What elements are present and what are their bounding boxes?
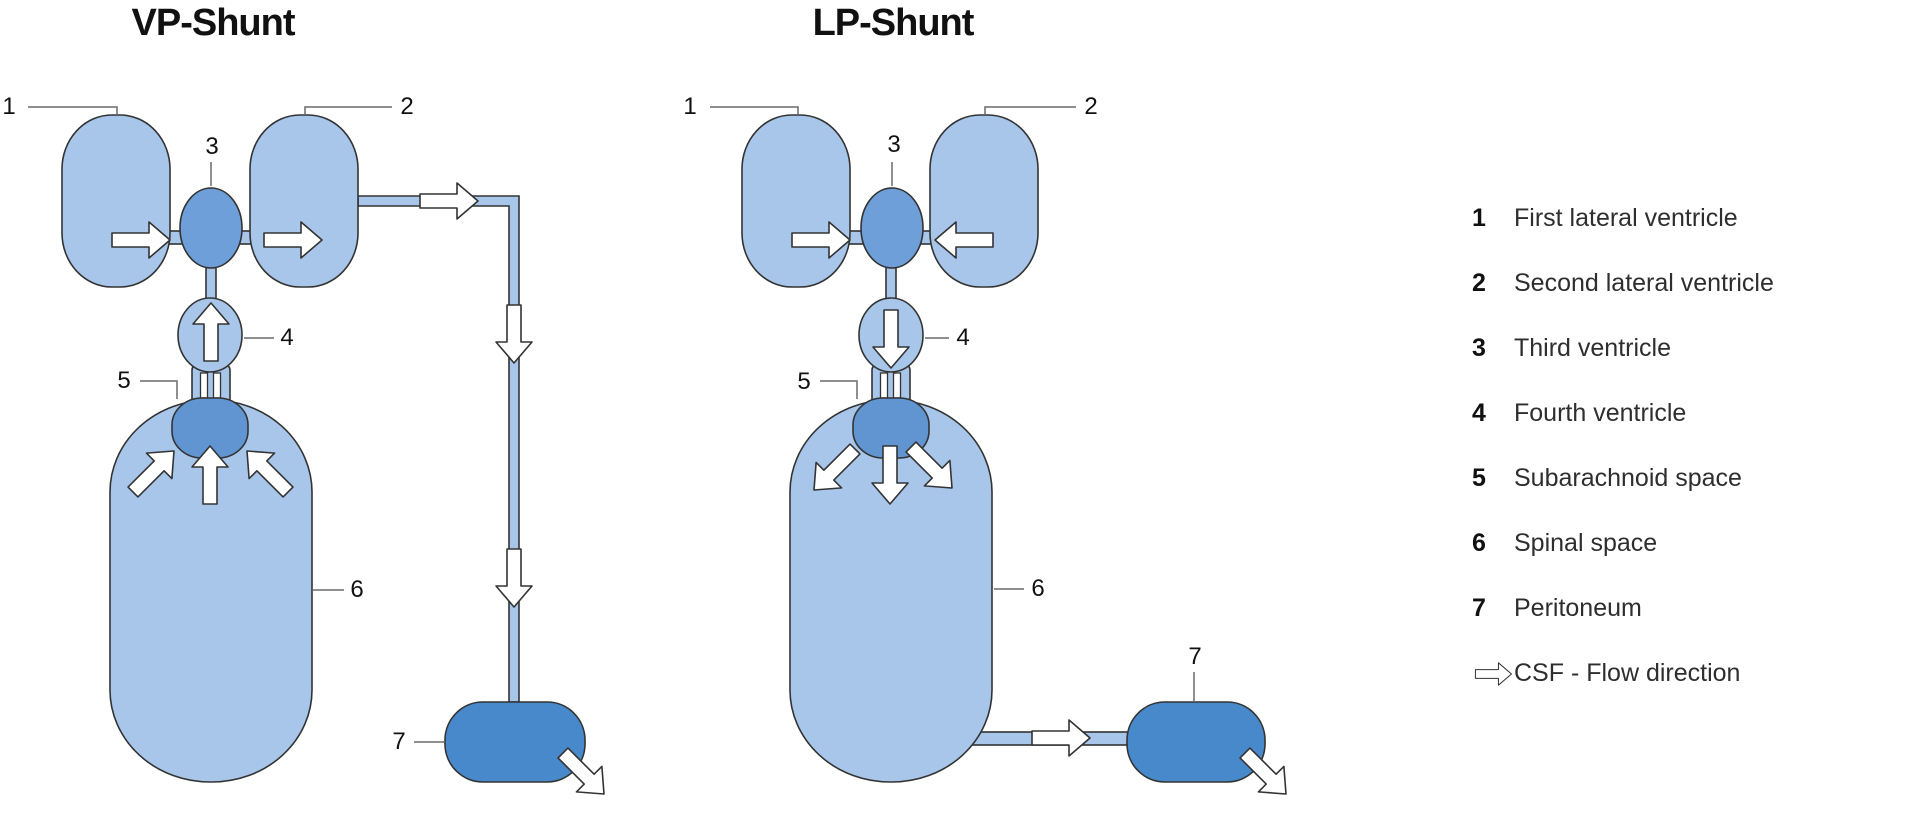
legend-num: 5 xyxy=(1472,464,1486,492)
legend-label: First lateral ventricle xyxy=(1514,204,1738,232)
legend-item-fourth-ventricle: 4 Fourth ventricle xyxy=(1472,381,1892,446)
legend-item-spinal-space: 6 Spinal space xyxy=(1472,511,1892,576)
legend-item-csf-flow-direction: CSF - Flow direction xyxy=(1472,641,1892,706)
csf-flow-arrow-icon xyxy=(1474,661,1512,686)
csf-flow-arrow-icon xyxy=(495,548,533,608)
vp-diagram xyxy=(28,106,618,808)
lp-diagram xyxy=(710,106,1300,808)
vp-marker-3: 3 xyxy=(205,133,219,160)
csf-flow-arrow-icon xyxy=(1031,719,1091,757)
lp-marker-4: 4 xyxy=(956,324,970,351)
legend: 1 First lateral ventricle 2 Second later… xyxy=(1472,186,1892,706)
legend-num: 1 xyxy=(1472,204,1486,232)
legend-label: Fourth ventricle xyxy=(1514,399,1687,427)
legend-label: Peritoneum xyxy=(1514,594,1642,622)
lp-marker-3: 3 xyxy=(887,131,901,158)
legend-label: Second lateral ventricle xyxy=(1514,269,1774,297)
vp-third-ventricle xyxy=(179,187,243,269)
vp-marker-2: 2 xyxy=(400,93,414,120)
csf-flow-arrow-icon xyxy=(495,304,533,364)
legend-label: Third ventricle xyxy=(1514,334,1671,362)
vp-peritoneum xyxy=(444,701,586,783)
lp-marker-2: 2 xyxy=(1084,93,1098,120)
legend-label: Subarachnoid space xyxy=(1514,464,1742,492)
lp-marker-1: 1 xyxy=(683,93,697,120)
lp-second-lateral-ventricle xyxy=(929,114,1039,288)
vp-marker-7: 7 xyxy=(392,728,406,755)
vp-marker-5: 5 xyxy=(117,367,131,394)
legend-num: 3 xyxy=(1472,334,1486,362)
vp-leader-lines xyxy=(28,106,444,743)
legend-item-first-lateral-ventricle: 1 First lateral ventricle xyxy=(1472,186,1892,251)
vp-marker-6: 6 xyxy=(350,576,364,603)
vp-marker-1: 1 xyxy=(2,93,16,120)
legend-label: CSF - Flow direction xyxy=(1514,659,1741,687)
lp-third-ventricle xyxy=(860,187,924,269)
legend-num: 7 xyxy=(1472,594,1486,622)
legend-num: 2 xyxy=(1472,269,1486,297)
vp-outlet-slit-left xyxy=(199,372,209,399)
legend-num: 4 xyxy=(1472,399,1486,427)
lp-leader-lines xyxy=(710,106,1195,701)
csf-flow-arrow-icon xyxy=(419,182,479,220)
lp-marker-7: 7 xyxy=(1188,643,1202,670)
vp-title: VP-Shunt xyxy=(131,2,296,44)
legend-label: Spinal space xyxy=(1514,529,1658,557)
lp-marker-5: 5 xyxy=(797,368,811,395)
lp-first-lateral-ventricle xyxy=(741,114,851,288)
vp-first-lateral-ventricle xyxy=(61,114,171,288)
lp-peritoneum xyxy=(1126,701,1266,783)
vp-marker-4: 4 xyxy=(280,324,294,351)
legend-item-second-lateral-ventricle: 2 Second lateral ventricle xyxy=(1472,251,1892,316)
vp-second-lateral-ventricle xyxy=(249,114,359,288)
lp-marker-6: 6 xyxy=(1031,575,1045,602)
lp-outlet-slit-right xyxy=(892,372,902,399)
lp-outlet-slit-left xyxy=(879,372,889,399)
legend-item-subarachnoid-space: 5 Subarachnoid space xyxy=(1472,446,1892,511)
legend-num: 6 xyxy=(1472,529,1486,557)
lp-title: LP-Shunt xyxy=(812,2,975,44)
legend-item-third-ventricle: 3 Third ventricle xyxy=(1472,316,1892,381)
vp-outlet-slit-right xyxy=(212,372,222,399)
legend-item-peritoneum: 7 Peritoneum xyxy=(1472,576,1892,641)
vp-shunt-catheter-tube xyxy=(357,195,520,703)
